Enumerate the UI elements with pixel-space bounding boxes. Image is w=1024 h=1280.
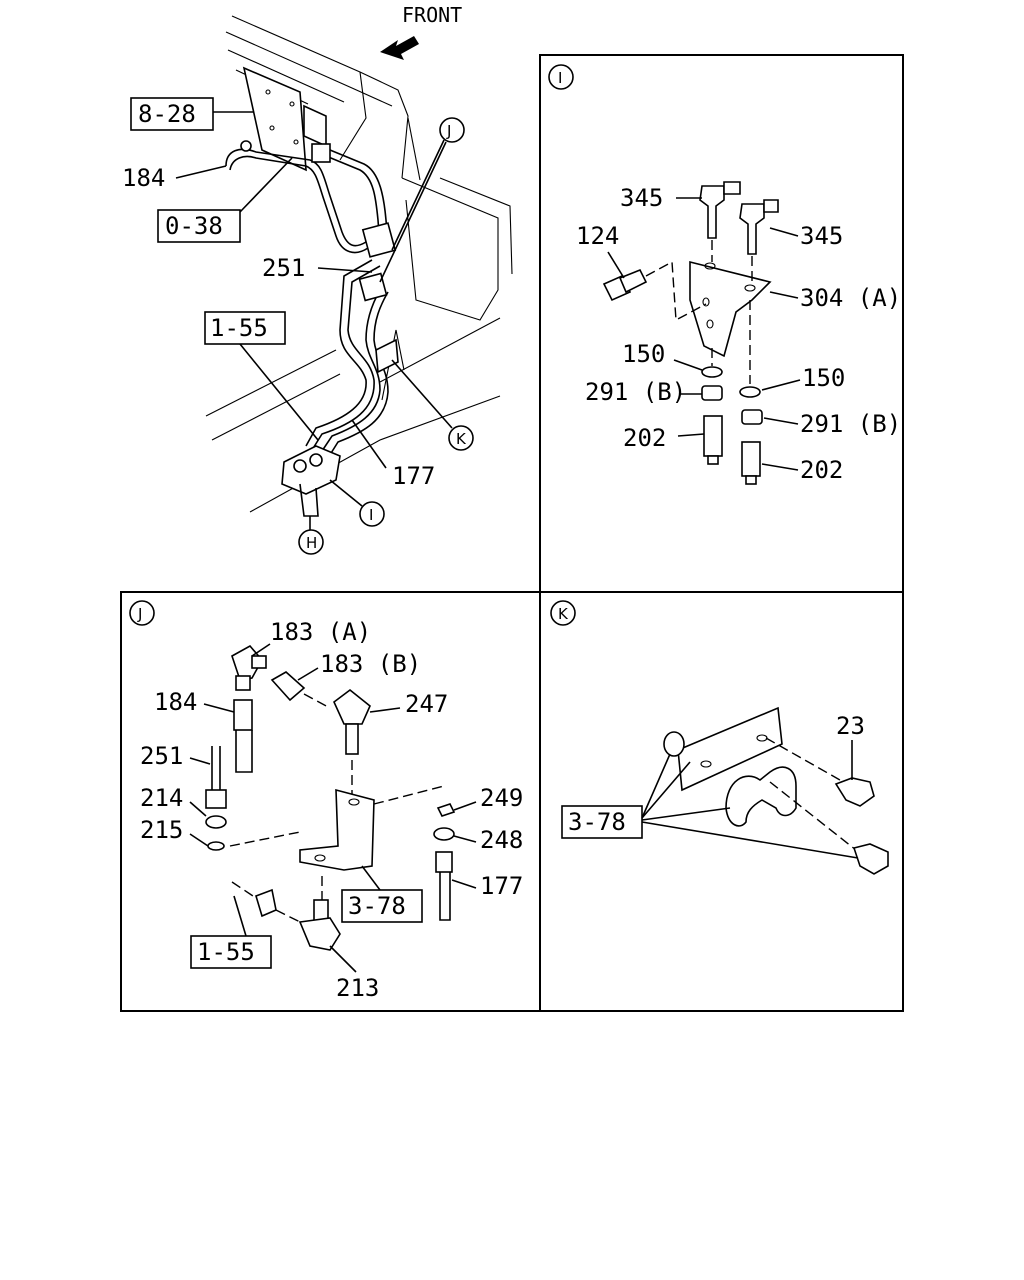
part-label-213: 213 [336,974,379,1002]
ref-box-8-28 [130,97,214,131]
panel-k-frame [539,591,904,1012]
ref-label-8-28: 8-28 [138,100,196,128]
panel-j-id-circle [129,600,155,626]
svg-text:J: J [446,122,451,140]
part-label-183a: 183 (A) [270,618,371,646]
fitting-345-left [699,185,725,239]
part-label-251: 251 [140,742,183,770]
connector-block [281,445,341,495]
part-label-249: 249 [480,784,523,812]
spacer-202-left [703,415,723,457]
part-label-345-left: 345 [620,184,663,212]
fitting-251 [205,789,227,809]
part-label-150-right: 150 [802,364,845,392]
svg-text:K: K [558,605,569,623]
ref-box-1-55 [204,311,286,345]
part-label-247: 247 [405,690,448,718]
svg-text:I: I [369,506,373,524]
panel-j: J [129,600,523,1002]
part-label-177: 177 [392,462,435,490]
part-label-177: 177 [480,872,523,900]
spacer [663,731,685,757]
svg-text:H: H [306,534,317,552]
nut-291b-right [741,409,763,425]
part-label-345-right: 345 [800,222,843,250]
callout-j[interactable] [439,117,465,143]
ref-box-1-55-j [190,935,272,969]
part-label-202-right: 202 [800,456,843,484]
clip-249 [436,803,456,817]
svg-text:I: I [558,69,562,87]
part-label-184: 184 [122,164,165,192]
ref-box-3-78 [341,889,423,923]
bracket-304a [689,260,772,358]
washer-150-right [739,386,761,398]
spacer-202-right [741,441,761,477]
part-label-215: 215 [140,816,183,844]
clamp-plate [677,706,783,792]
fitting-345-right [739,203,765,255]
nut-248 [433,827,455,841]
part-label-291b-right: 291 (B) [800,410,901,438]
part-label-23: 23 [836,712,865,740]
ref-label-0-38: 0-38 [165,212,223,240]
svg-text:K: K [456,430,467,448]
main-view: FRONT [122,3,513,555]
fitting-177 [435,851,453,873]
part-label-124: 124 [576,222,619,250]
ref-label-1-55: 1-55 [210,314,268,342]
sleeve-183b [270,671,306,702]
panel-k: K 23 3-78 [550,600,889,875]
fitting-184 [233,699,253,731]
callout-h[interactable] [298,529,324,555]
part-label-248: 248 [480,826,523,854]
callout-i[interactable] [359,501,385,527]
part-label-291b-left: 291 (B) [585,378,686,406]
ref-label-1-55-j: 1-55 [197,938,255,966]
panel-i: I 345 345 124 304 ( [548,64,901,485]
ref-box-3-78-k [561,805,643,839]
mounting-plate [242,66,307,172]
washer-150-left [701,366,723,378]
clamp [725,766,797,827]
nut-214 [205,815,227,829]
part-label-251: 251 [262,254,305,282]
part-label-184: 184 [154,688,197,716]
part-label-202-left: 202 [623,424,666,452]
part-label-183b: 183 (B) [320,650,421,678]
front-arrow-icon [380,36,419,60]
part-label-214: 214 [140,784,183,812]
ref-label-3-78: 3-78 [348,892,406,920]
panel-i-id-circle [548,64,574,90]
bracket-3-78 [299,788,375,871]
part-label-304a: 304 (A) [800,284,901,312]
tee-247 [333,688,371,725]
ring-215 [207,841,225,851]
callout-k[interactable] [448,425,474,451]
bolt-lower [852,843,889,875]
part-label-150-left: 150 [622,340,665,368]
svg-text:J: J [137,605,142,623]
bolt-23 [834,777,875,807]
ref-label-3-78-k: 3-78 [568,808,626,836]
panel-k-id-circle [550,600,576,626]
nut-291b-left [701,385,723,401]
ref-box-0-38 [157,209,241,243]
front-label: FRONT [402,3,462,27]
